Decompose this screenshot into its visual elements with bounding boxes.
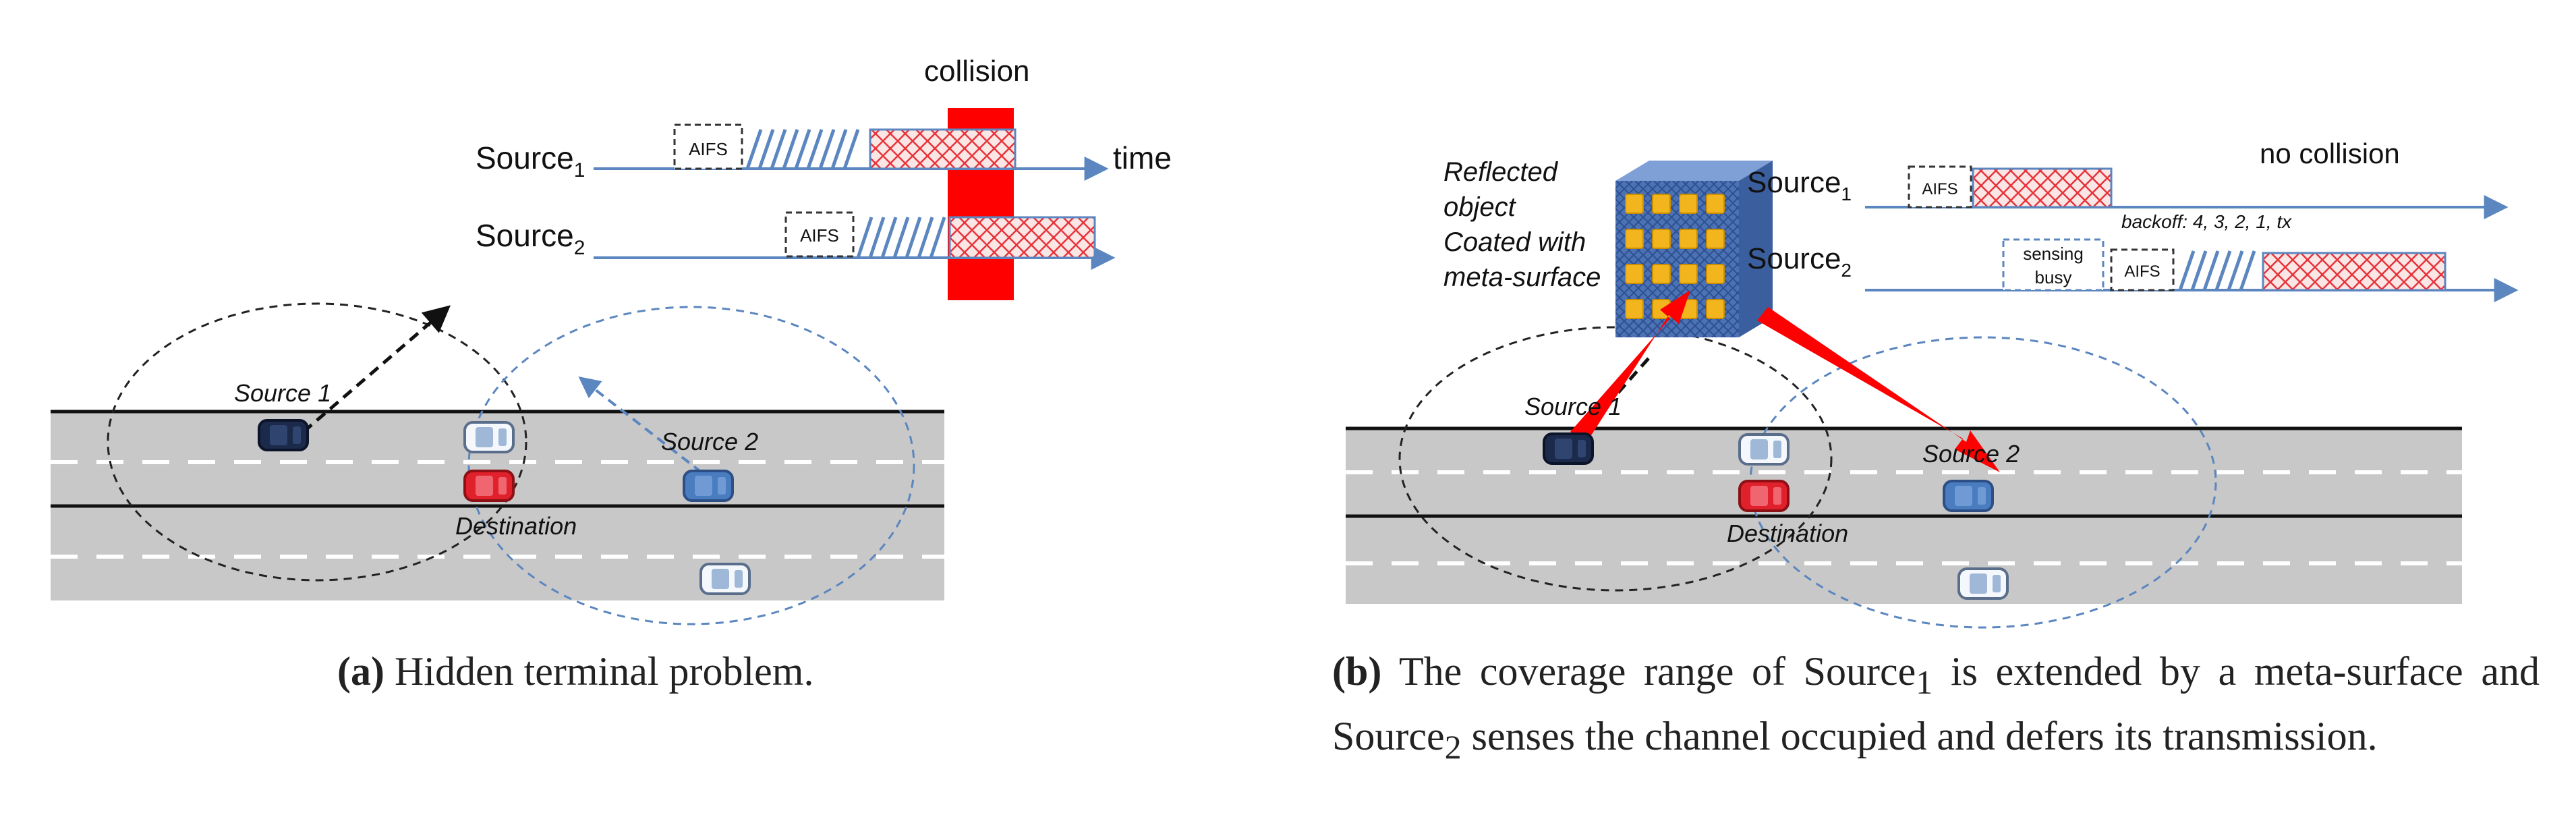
car-source1-b: [1543, 432, 1594, 465]
caption-b: (b) The coverage range of Source1 is ext…: [1332, 644, 2540, 774]
range-arrow-source1-a: [302, 305, 451, 433]
caption-b-text-3: senses the channel occupied and defers i…: [1461, 714, 2378, 758]
car-white-1-b: [1738, 433, 1790, 466]
panel-a: Source 1 Source 2 Destination collision …: [51, 55, 1172, 625]
caption-b-sub-2: 2: [1444, 728, 1462, 766]
car-source1-a: [258, 419, 309, 451]
sensing-label: sensing: [2023, 244, 2084, 264]
car-destination-b: [1738, 480, 1790, 512]
frame-source2-a: [948, 216, 1096, 259]
frame-source1-a: [869, 128, 1017, 170]
aifs-box-source1-b: [1908, 165, 1972, 208]
timeline-source2-a: Source2 AIFS: [476, 211, 1116, 270]
car-white-2-a: [699, 563, 751, 595]
car-destination-a: [463, 470, 515, 502]
frame-source2-b: [2262, 252, 2446, 291]
road-label-destination-a: Destination: [455, 512, 577, 540]
caption-b-sub-1: 1: [1916, 663, 1933, 701]
road-label-source1-a: Source 1: [234, 379, 331, 407]
busy-label: busy: [2035, 267, 2072, 287]
caption-a-text: Hidden terminal problem.: [384, 649, 814, 694]
meta-surface-object: [1615, 161, 1773, 337]
caption-a-label: (a): [337, 649, 384, 694]
timeline-source2-label-b: Source2: [1747, 242, 1852, 281]
time-label: time: [1113, 140, 1172, 175]
aifs-label-source2-b: AIFS: [2124, 262, 2160, 281]
backoff-hatch-source1-a: [745, 129, 860, 169]
aifs-box-source2-b: [2110, 248, 2175, 291]
road-b: [1346, 426, 2462, 604]
car-white-1-a: [463, 421, 515, 453]
aifs-label-source1-b: AIFS: [1922, 180, 1957, 198]
timeline-source1-b: Source1 AIFS backoff: 4, 3, 2, 1, tx: [1747, 165, 2509, 232]
coverage-source1-b: [1398, 326, 1833, 592]
panel-b: Reflected object Coated with meta-surfac…: [1346, 138, 2519, 629]
reflected-object-label: Reflected object Coated with meta-surfac…: [1443, 157, 1601, 292]
timeline-source1-label-b: Source1: [1747, 166, 1852, 204]
backoff-hatch-source2-a: [856, 217, 946, 258]
timeline-source2-b: Source2 sensing busy AIFS: [1747, 238, 2519, 302]
caption-b-label: (b): [1332, 649, 1382, 694]
road-label-source2-a: Source 2: [661, 428, 758, 455]
road-label-source1-b: Source 1: [1524, 393, 1622, 420]
caption-b-text-2: is extended by a meta-surface and Source: [1332, 649, 2540, 758]
caption-a: (a) Hidden terminal problem.: [337, 644, 813, 698]
aifs-label-source2-a: AIFS: [800, 225, 839, 246]
car-source2-a: [683, 470, 734, 502]
caption-b-text-1: The coverage range of Source: [1381, 649, 1916, 694]
coverage-source1-a: [107, 302, 527, 582]
backoff-label-b: backoff: 4, 3, 2, 1, tx: [2121, 211, 2292, 232]
car-source2-b: [1943, 480, 1994, 512]
road-label-destination-b: Destination: [1727, 520, 1848, 547]
range-arrow-source2-a: [578, 376, 703, 474]
timeline-source1-a: Source1 AIFS: [476, 123, 1109, 181]
backoff-hatch-source2-b: [2178, 250, 2256, 291]
timeline-source2-label-a: Source2: [476, 218, 585, 259]
aifs-box-source1-a: [673, 123, 743, 170]
frame-source1-b: [1972, 167, 2113, 208]
sensing-busy-box: [2002, 238, 2105, 291]
collision-label: collision: [924, 55, 1030, 88]
car-white-2-b: [1957, 567, 2009, 600]
reflection-arrows: [1570, 290, 2000, 472]
aifs-box-source2-a: [784, 211, 855, 258]
coverage-source2-a: [467, 306, 915, 625]
road-label-source2-b: Source 2: [1922, 440, 2020, 468]
aifs-label-source1-a: AIFS: [689, 139, 728, 159]
timeline-source1-label-a: Source1: [476, 140, 585, 181]
no-collision-label: no collision: [2260, 138, 2400, 169]
